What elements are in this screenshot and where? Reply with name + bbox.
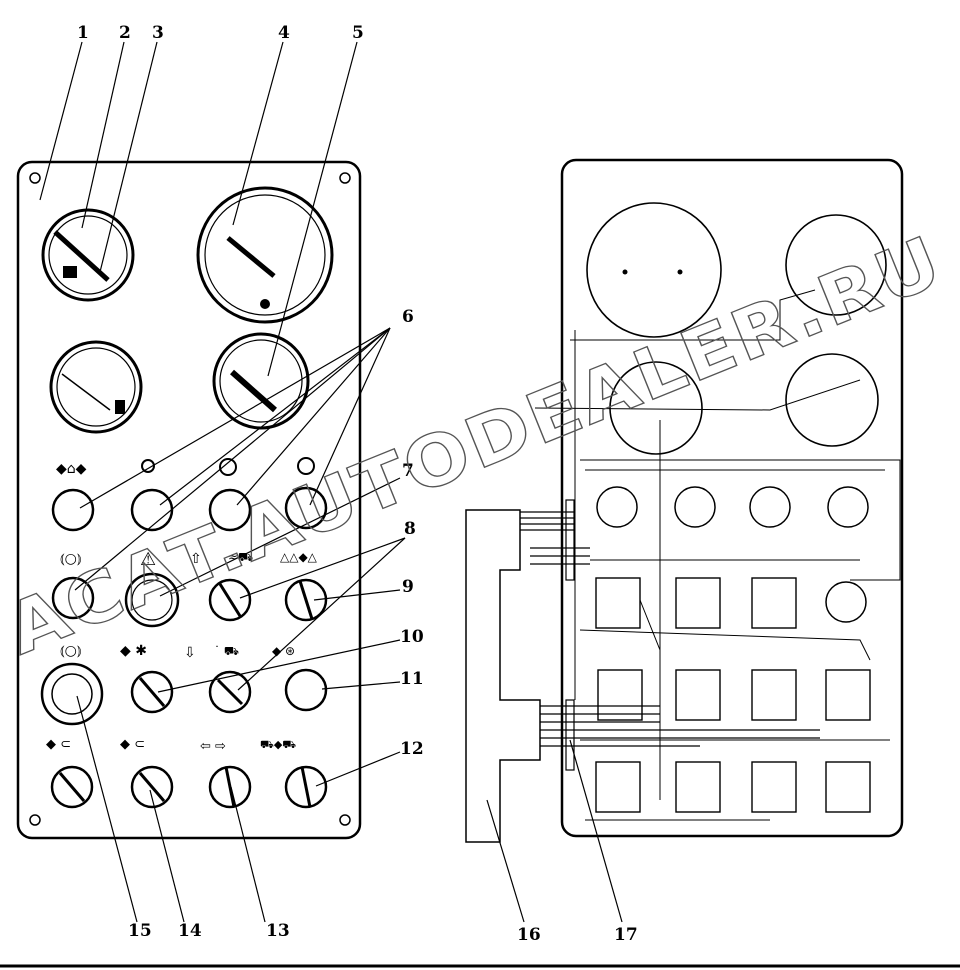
leader-lines-right xyxy=(486,739,623,923)
svg-text:⇦ ⇨: ⇦ ⇨ xyxy=(200,739,226,754)
callout-5: 5 xyxy=(352,23,364,43)
callout-13: 13 xyxy=(266,921,290,941)
callout-8: 8 xyxy=(404,519,416,539)
callout-3: 3 xyxy=(152,23,164,43)
callout-12: 12 xyxy=(400,739,424,759)
svg-text:◆ ✱: ◆ ✱ xyxy=(120,643,147,659)
switch-row2 xyxy=(51,572,328,628)
switch-row4 xyxy=(50,765,328,809)
callout-9: 9 xyxy=(402,577,414,597)
callout-14: 14 xyxy=(178,921,202,941)
leader-lines-left xyxy=(39,41,406,923)
callout-10: 10 xyxy=(400,627,424,647)
callout-15: 15 xyxy=(128,921,152,941)
svg-text:◆⌂◆: ◆⌂◆ xyxy=(56,461,87,477)
indicator-symbols-row1: ◆⌂◆ xyxy=(56,457,315,477)
switch-row3 xyxy=(40,662,328,726)
rear-wiring-panel xyxy=(465,158,904,843)
svg-text:◆ ⊂: ◆ ⊂ xyxy=(46,737,71,752)
svg-text:⦅○⦆: ⦅○⦆ xyxy=(60,551,82,567)
svg-text:◆ ⊂: ◆ ⊂ xyxy=(120,737,145,752)
svg-text:⦅○⦆: ⦅○⦆ xyxy=(60,643,82,659)
small-gauge-middle xyxy=(49,340,143,434)
callout-labels: 1 2 3 4 5 6 7 8 9 10 11 12 13 14 15 16 1… xyxy=(77,23,638,945)
callout-2: 2 xyxy=(119,23,131,43)
indicator-symbols-row2: ⦅○⦆ ⚠ ⇧ ≈⛟ △△◆△ xyxy=(60,549,318,570)
front-panel: ◆⌂◆ ⦅○⦆ ⚠ ⇧ ≈⛟ △△◆△ xyxy=(16,160,362,840)
callout-16: 16 xyxy=(517,925,541,945)
callout-6: 6 xyxy=(402,307,414,327)
callout-4: 4 xyxy=(278,23,290,43)
svg-text:⇩: ⇩ xyxy=(184,645,196,661)
callout-11: 11 xyxy=(400,669,424,689)
callout-7: 7 xyxy=(402,461,414,481)
svg-text:⇧: ⇧ xyxy=(190,551,202,567)
callout-17: 17 xyxy=(614,925,638,945)
indicator-symbols-row4: ◆ ⊂ ◆ ⊂ ⇦ ⇨ ⛟◆⛟ xyxy=(46,737,296,754)
svg-text:⚠: ⚠ xyxy=(140,549,156,570)
large-gauge-top xyxy=(196,186,334,324)
svg-text:△△◆△: △△◆△ xyxy=(280,550,318,564)
small-gauge-top xyxy=(41,208,135,302)
svg-text:⛟◆⛟: ⛟◆⛟ xyxy=(260,738,296,751)
indicator-lamps-row1 xyxy=(51,486,328,532)
callout-1: 1 xyxy=(77,23,89,43)
svg-text:˙ ⛟: ˙ ⛟ xyxy=(214,644,239,658)
